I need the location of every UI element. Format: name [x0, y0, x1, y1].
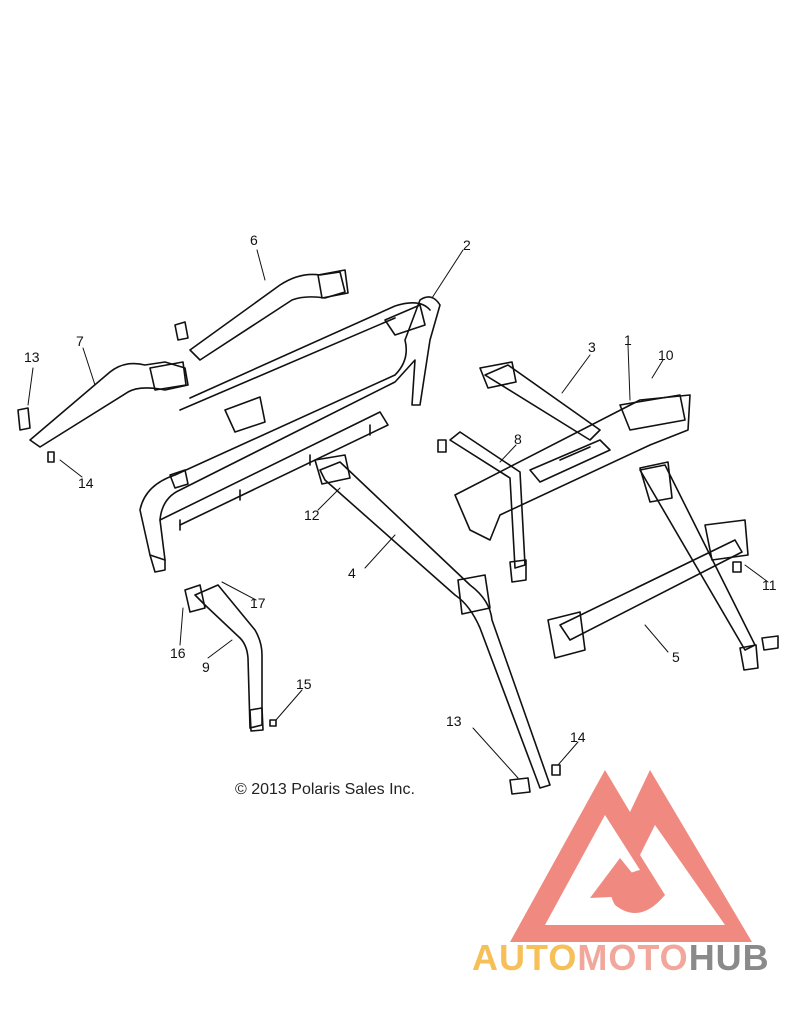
link-rod: [437, 431, 527, 583]
roll-cage-top-frame: [139, 296, 441, 573]
callout-8: 8: [514, 431, 522, 447]
left-side-bar: [17, 361, 189, 463]
copyright-notice: © 2013 Polaris Sales Inc.: [235, 781, 415, 798]
brand-auto: AUTO: [472, 937, 578, 978]
callout-17: 17: [250, 595, 266, 611]
callout-5: 5: [672, 649, 680, 665]
callout-10: 10: [658, 347, 674, 363]
callout-3: 3: [588, 339, 596, 355]
brand-hub: HUB: [688, 937, 770, 978]
automotohub-logo-mark: [510, 770, 752, 942]
right-upright: [639, 461, 779, 671]
callout-14-left: 14: [78, 475, 94, 491]
callout-6: 6: [250, 232, 258, 248]
rear-cross-panel: [454, 394, 691, 541]
callout-13-left: 13: [24, 349, 40, 365]
callout-1: 1: [624, 332, 632, 348]
upper-rear-brace: [479, 361, 601, 441]
lower-rear-crossbar: [547, 519, 749, 659]
rear-diagonal-bar: [314, 454, 561, 795]
callout-9: 9: [202, 659, 210, 675]
automotohub-wordmark: AUTOMOTOHUB: [472, 937, 792, 979]
callout-4: 4: [348, 565, 356, 581]
leader-lines: [27, 249, 769, 779]
callout-15: 15: [296, 676, 312, 692]
callout-16: 16: [170, 645, 186, 661]
callout-12: 12: [304, 507, 320, 523]
brand-moto: MOTO: [577, 937, 689, 978]
callout-14-right: 14: [570, 729, 586, 745]
callout-2: 2: [463, 237, 471, 253]
callout-13-right: 13: [446, 713, 462, 729]
callout-11: 11: [762, 577, 777, 593]
callout-7: 7: [76, 333, 84, 349]
upper-side-bar: [174, 269, 349, 361]
side-bracket: [184, 584, 277, 732]
